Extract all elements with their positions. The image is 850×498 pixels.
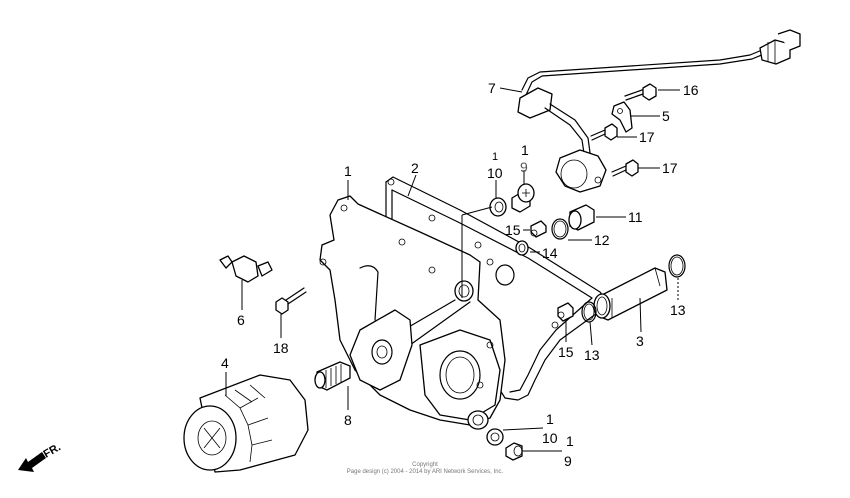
callout-7[interactable]: 7: [488, 80, 496, 96]
leader-lines: [225, 87, 680, 452]
bolt-part-17b[interactable]: [611, 159, 639, 177]
callout-5[interactable]: 5: [662, 108, 670, 124]
copyright-title: Copyright: [412, 462, 438, 468]
callout-labels: 1 2 1 10 1 9 7 16 5 17 17 11 15 12 14 13…: [221, 80, 699, 469]
washer-part-10-bottom[interactable]: [486, 428, 504, 446]
o-ring-part-13-left[interactable]: [581, 301, 597, 323]
callout-1[interactable]: 1: [521, 142, 529, 158]
pipe-part-3[interactable]: [593, 267, 668, 321]
callout-13[interactable]: 13: [584, 347, 600, 363]
callout-1[interactable]: 1: [344, 163, 352, 179]
callout-3[interactable]: 3: [636, 333, 644, 349]
callout-14[interactable]: 14: [542, 245, 558, 261]
oil-pressure-switch-part-6[interactable]: [219, 255, 273, 283]
callout-6[interactable]: 6: [237, 312, 245, 328]
copyright-notice: Page design (c) 2004 - 2014 by ARI Netwo…: [346, 469, 504, 475]
plug-part-9-bottom[interactable]: [505, 442, 523, 461]
o-ring-part-12[interactable]: [551, 218, 569, 240]
front-label: FR.: [42, 441, 63, 460]
callout-16[interactable]: 16: [683, 82, 699, 98]
switch-harness-part-7[interactable]: [517, 29, 801, 193]
washer-part-10-top[interactable]: [489, 197, 507, 217]
stay-part-5[interactable]: [611, 101, 633, 133]
callout-1[interactable]: 1: [546, 411, 554, 427]
bolt-part-16[interactable]: [624, 83, 657, 101]
collar-part-11[interactable]: [568, 204, 595, 231]
callout-10[interactable]: 10: [487, 165, 503, 181]
cover-part-1[interactable]: [319, 195, 506, 430]
washer-part-14[interactable]: [515, 240, 529, 256]
callout-1[interactable]: 1: [566, 433, 574, 449]
callout-9[interactable]: 9: [564, 453, 572, 469]
callout-12[interactable]: 12: [594, 232, 610, 248]
bolt-part-17a[interactable]: [590, 123, 618, 141]
callout-15[interactable]: 15: [505, 222, 521, 238]
strainer-part-8[interactable]: [314, 361, 351, 391]
callout-1[interactable]: 1: [492, 151, 498, 163]
dowel-part-15-bottom[interactable]: [557, 302, 574, 322]
plug-part-9-top[interactable]: [511, 183, 535, 213]
bolt-part-18[interactable]: [275, 287, 307, 315]
arrow-icon: [18, 452, 46, 472]
o-ring-part-13-right[interactable]: [668, 254, 686, 278]
callout-10[interactable]: 10: [542, 430, 558, 446]
callout-18[interactable]: 18: [273, 340, 289, 356]
callout-9[interactable]: 9: [520, 159, 528, 175]
callout-15[interactable]: 15: [558, 344, 574, 360]
dowel-part-15-top[interactable]: [530, 220, 547, 238]
oil-filter-part-4[interactable]: [183, 374, 309, 473]
callout-17[interactable]: 17: [639, 129, 655, 145]
gasket-part-2[interactable]: [385, 176, 607, 401]
callout-11[interactable]: 11: [628, 209, 643, 225]
callout-13[interactable]: 13: [670, 302, 686, 318]
callout-17[interactable]: 17: [662, 160, 678, 176]
callout-4[interactable]: 4: [221, 355, 229, 371]
callout-8[interactable]: 8: [344, 412, 352, 428]
callout-2[interactable]: 2: [411, 160, 419, 176]
